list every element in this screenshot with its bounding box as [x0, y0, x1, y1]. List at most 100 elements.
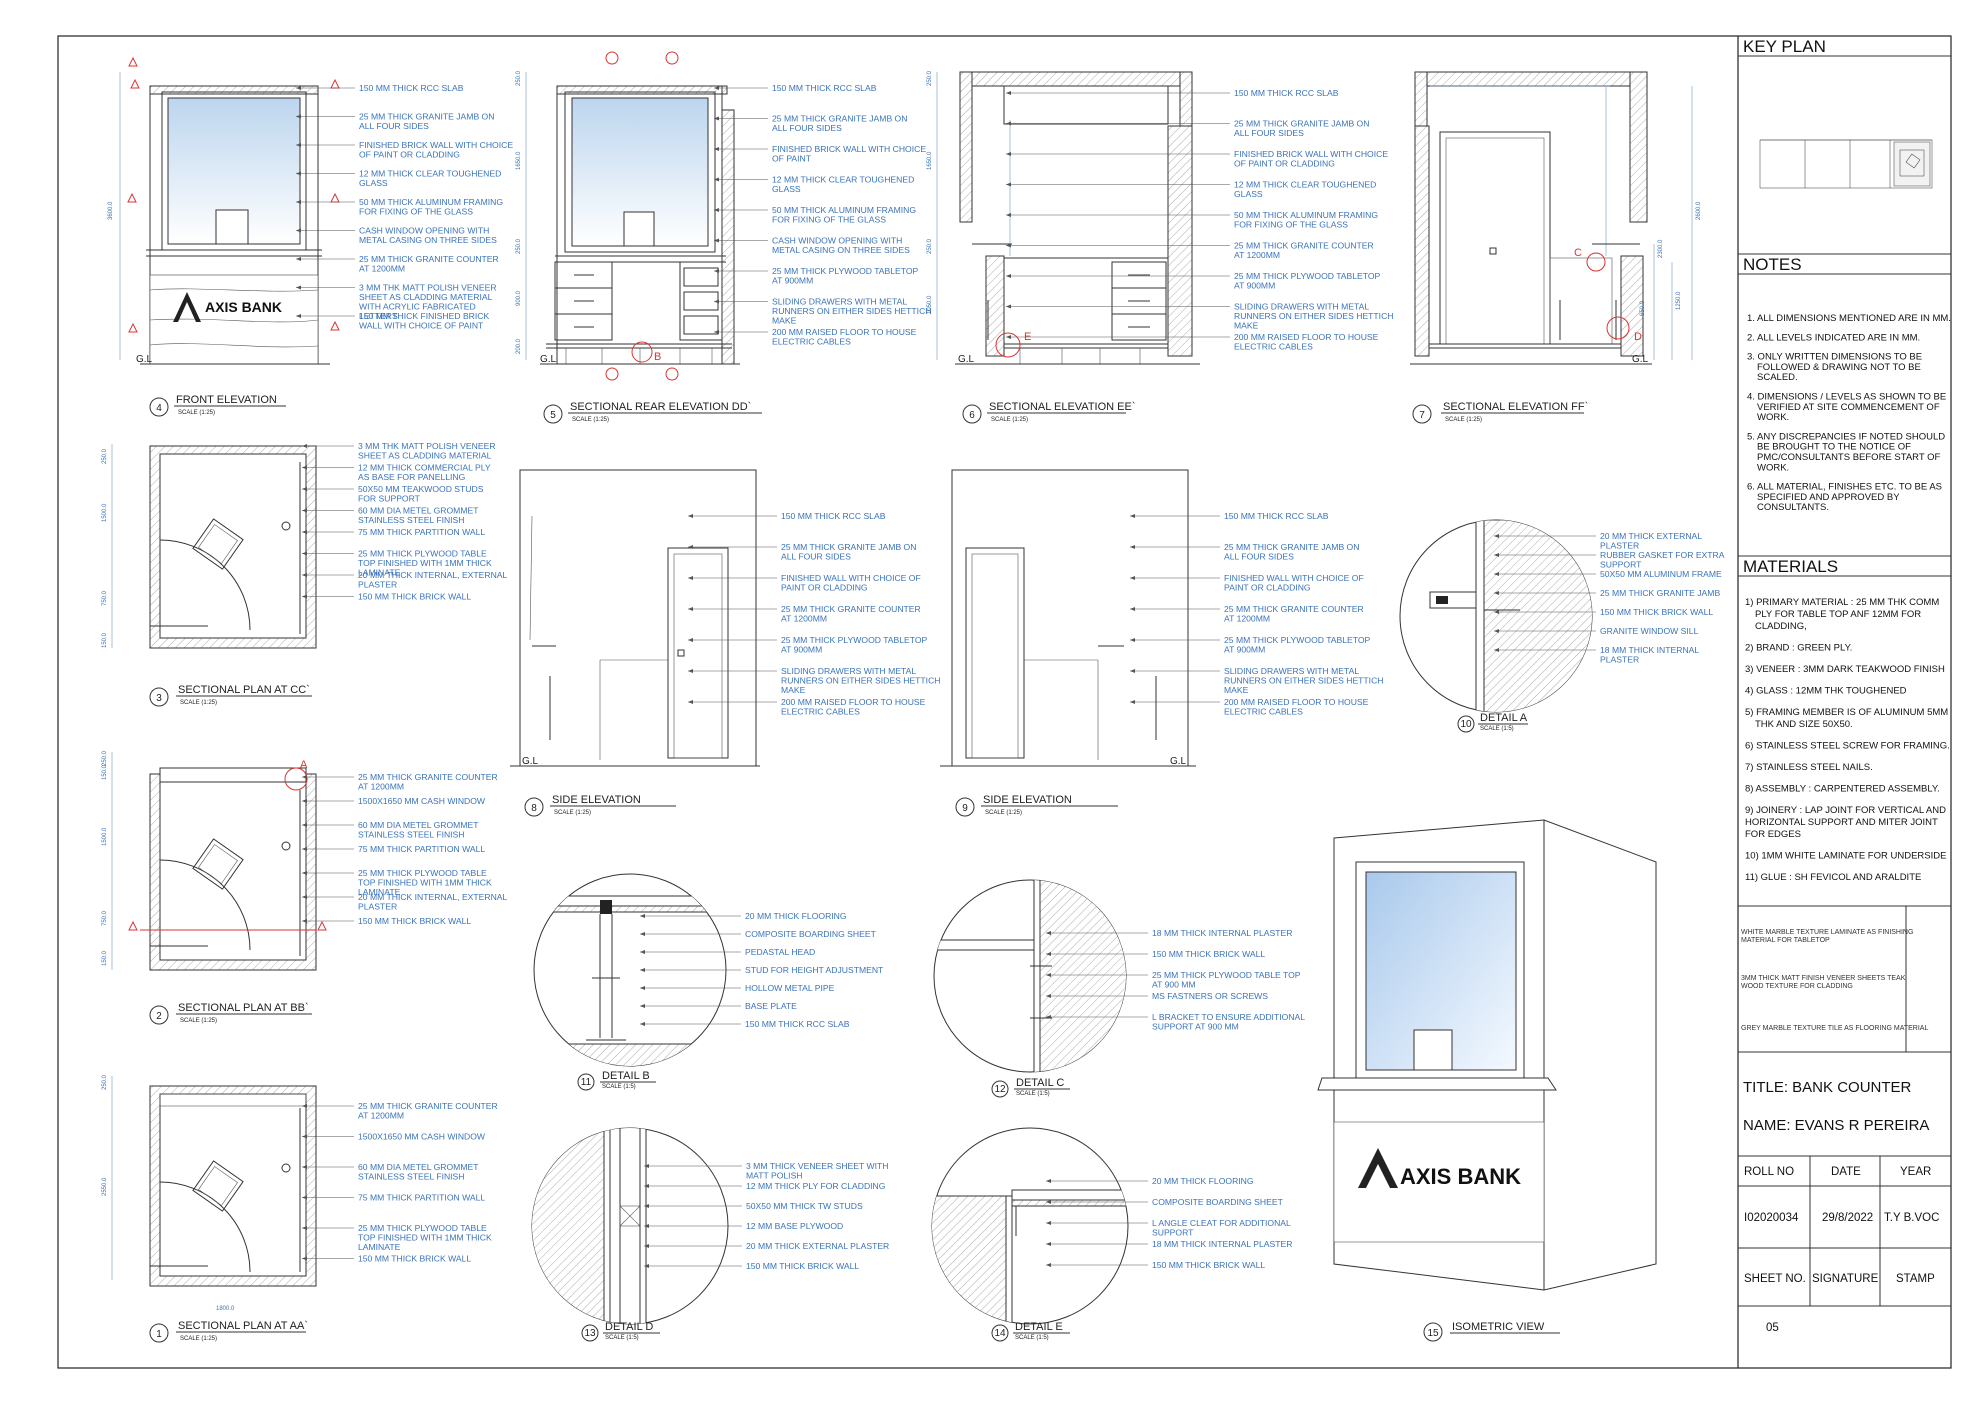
annotation-text: 150 MM THICK RCC SLAB [1234, 88, 1339, 98]
annotation-text: AT 1200MM [358, 782, 404, 792]
svg-text:3600.0: 3600.0 [108, 201, 114, 220]
annotation-text: 150 MM THICK BRICK WALL [358, 1254, 471, 1264]
annotation-text: TOP FINISHED WITH 1MM THICK [358, 878, 492, 888]
svg-text:SCALE (1:25): SCALE (1:25) [1445, 417, 1482, 423]
sheet-no-value: 05 [1766, 1322, 1779, 1334]
notes-heading: NOTES [1743, 255, 1802, 274]
svg-text:250.0: 250.0 [927, 70, 933, 86]
note-item: SCALED. [1757, 372, 1798, 383]
annotation-text: 150 MM THICK BRICK WALL [358, 592, 471, 602]
annotation-text: METAL CASING ON THREE SIDES [359, 235, 497, 245]
annotation-text: CASH WINDOW OPENING WITH [772, 236, 902, 246]
annotation-text: LAMINATE [358, 887, 401, 897]
sectional-elevation-ee: 250.0 1650.0 250.0 1050.0 E G.L 150 MM T… [927, 70, 1393, 424]
annotation-text: AT 900 MM [1152, 980, 1196, 990]
material-item: HORIZONTAL SUPPORT AND MITER JOINT [1745, 817, 1938, 828]
svg-text:11: 11 [581, 1077, 592, 1088]
annotation-text: 25 MM THICK PLYWOOD TABLE [358, 549, 487, 559]
annotation-text: STUD FOR HEIGHT ADJUSTMENT [745, 965, 884, 975]
annotation-text: OF PAINT [772, 154, 812, 164]
annotation-text: PLASTER [358, 902, 397, 912]
annotation-text: FOR SUPPORT [358, 494, 421, 504]
material-item: 6) STAINLESS STEEL SCREW FOR FRAMING. [1745, 741, 1950, 752]
annotation-text: 12 MM THICK CLEAR TOUGHENED [1234, 180, 1376, 190]
svg-text:G.L: G.L [522, 756, 539, 767]
annotation-text: 1500X1650 MM CASH WINDOW [358, 1132, 486, 1142]
year-value: T.Y B.VOC [1884, 1212, 1939, 1224]
svg-text:1500.0: 1500.0 [102, 827, 108, 846]
annotation-text: 25 MM THICK PLYWOOD TABLE [358, 868, 487, 878]
svg-text:SECTIONAL PLAN AT CC`: SECTIONAL PLAN AT CC` [178, 684, 310, 696]
annotation-text: LETTERS [359, 311, 398, 321]
material-item: 4) GLASS : 12MM THK TOUGHENED [1745, 686, 1907, 697]
date-value: 29/8/2022 [1822, 1212, 1873, 1224]
annotation-text: RUNNERS ON EITHER SIDES HETTICH [1234, 311, 1393, 321]
svg-text:2: 2 [156, 1011, 162, 1022]
svg-text:3: 3 [156, 693, 162, 704]
annotation-text: 20 MM THICK FLOORING [1152, 1176, 1254, 1186]
annotation-text: OF PAINT OR CLADDING [1234, 159, 1335, 169]
annotation-text: L BRACKET TO ENSURE ADDITIONAL [1152, 1012, 1305, 1022]
key-plan [1759, 139, 1933, 189]
annotation-text: FINISHED BRICK WALL WITH CHOICE [772, 144, 926, 154]
annotation-text: 3 MM THK MATT POLISH VENEER [358, 441, 496, 451]
svg-text:750.0: 750.0 [102, 590, 108, 606]
annotation-text: STAINLESS STEEL FINISH [358, 1172, 465, 1182]
material-item: 5) FRAMING MEMBER IS OF ALUMINUM 5MM [1745, 707, 1948, 718]
svg-text:B: B [654, 351, 661, 363]
author-name: NAME: EVANS R PEREIRA [1743, 1117, 1929, 1134]
svg-text:AXIS BANK: AXIS BANK [1400, 1164, 1521, 1189]
swatch-label: 3MM THICK MATT FINISH VENEER SHEETS TEAK [1741, 975, 1906, 982]
svg-text:DETAIL D: DETAIL D [605, 1321, 653, 1333]
svg-text:SCALE (1:5): SCALE (1:5) [1480, 726, 1514, 732]
annotation-text: 25 MM THICK GRANITE JAMB ON [359, 112, 494, 122]
svg-text:C: C [1574, 247, 1582, 259]
annotation-text: RUNNERS ON EITHER SIDES HETTICH [781, 676, 940, 686]
sectional-plan-aa: 250.0 2550.0 1800.0 25 MM THICK GRANITE … [102, 1074, 498, 1343]
svg-text:1250.0: 1250.0 [1676, 291, 1682, 310]
annotation-text: FOR FIXING OF THE GLASS [359, 207, 473, 217]
annotation-text: 50X50 MM ALUMINUM FRAME [1600, 569, 1722, 579]
material-item: 10) 1MM WHITE LAMINATE FOR UNDERSIDE [1745, 851, 1946, 862]
svg-text:1650.0: 1650.0 [516, 151, 522, 170]
annotation-text: COMPOSITE BOARDING SHEET [745, 929, 877, 939]
materials-heading: MATERIALS [1743, 557, 1838, 576]
annotation-text: 25 MM THICK PLYWOOD TABLETOP [772, 266, 919, 276]
material-item: 1) PRIMARY MATERIAL : 25 MM THK COMM [1745, 597, 1939, 608]
svg-text:SECTIONAL PLAN AT BB`: SECTIONAL PLAN AT BB` [178, 1002, 309, 1014]
material-item: 3) VENEER : 3MM DARK TEAKWOOD FINISH [1745, 664, 1945, 675]
annotation-text: ELECTRIC CABLES [1224, 707, 1303, 717]
svg-text:SCALE (1:5): SCALE (1:5) [1016, 1091, 1050, 1097]
note-item: 1. ALL DIMENSIONS MENTIONED ARE IN MM. [1747, 313, 1951, 324]
annotation-text: 50 MM THICK ALUMINUM FRAMING [1234, 210, 1378, 220]
svg-text:150.0: 150.0 [102, 764, 108, 780]
annotation-text: 60 MM DIA METEL GROMMET [358, 506, 479, 516]
annotation-text: 25 MM THICK GRANITE JAMB ON [1224, 542, 1359, 552]
material-item: 2) BRAND : GREEN PLY. [1745, 643, 1852, 654]
annotation-text: 12 MM THICK COMMERCIAL PLY [358, 463, 491, 473]
svg-text:SCALE (1:25): SCALE (1:25) [572, 417, 609, 423]
material-item: 8) ASSEMBLY : CARPENTERED ASSEMBLY. [1745, 784, 1940, 795]
annotation-text: 150 MM THICK RCC SLAB [772, 83, 877, 93]
svg-text:1: 1 [156, 1329, 162, 1340]
annotation-text: MATT POLISH [746, 1171, 803, 1181]
annotation-text: 12 MM THICK PLY FOR CLADDING [746, 1181, 886, 1191]
annotation-text: 200 MM RAISED FLOOR TO HOUSE [1234, 332, 1379, 342]
annotation-text: L ANGLE CLEAT FOR ADDITIONAL [1152, 1218, 1291, 1228]
annotation-text: GLASS [359, 178, 388, 188]
svg-text:12: 12 [994, 1084, 1006, 1095]
annotation-text: ELECTRIC CABLES [1234, 342, 1313, 352]
svg-text:900.0: 900.0 [516, 290, 522, 306]
annotation-text: 200 MM RAISED FLOOR TO HOUSE [1224, 697, 1369, 707]
annotation-text: ALL FOUR SIDES [1234, 128, 1304, 138]
note-item: FOLLOWED & DRAWING NOT TO BE [1757, 362, 1921, 373]
svg-text:1500.0: 1500.0 [102, 503, 108, 522]
svg-text:SCALE (1:5): SCALE (1:5) [1015, 1335, 1049, 1341]
annotation-text: 25 MM THICK GRANITE JAMB [1600, 588, 1720, 598]
annotation-text: WALL WITH CHOICE OF PAINT [359, 321, 484, 331]
annotation-text: 200 MM RAISED FLOOR TO HOUSE [781, 697, 926, 707]
svg-text:ISOMETRIC VIEW: ISOMETRIC VIEW [1452, 1321, 1545, 1333]
annotation-text: 3 MM THICK VENEER SHEET WITH [746, 1161, 888, 1171]
